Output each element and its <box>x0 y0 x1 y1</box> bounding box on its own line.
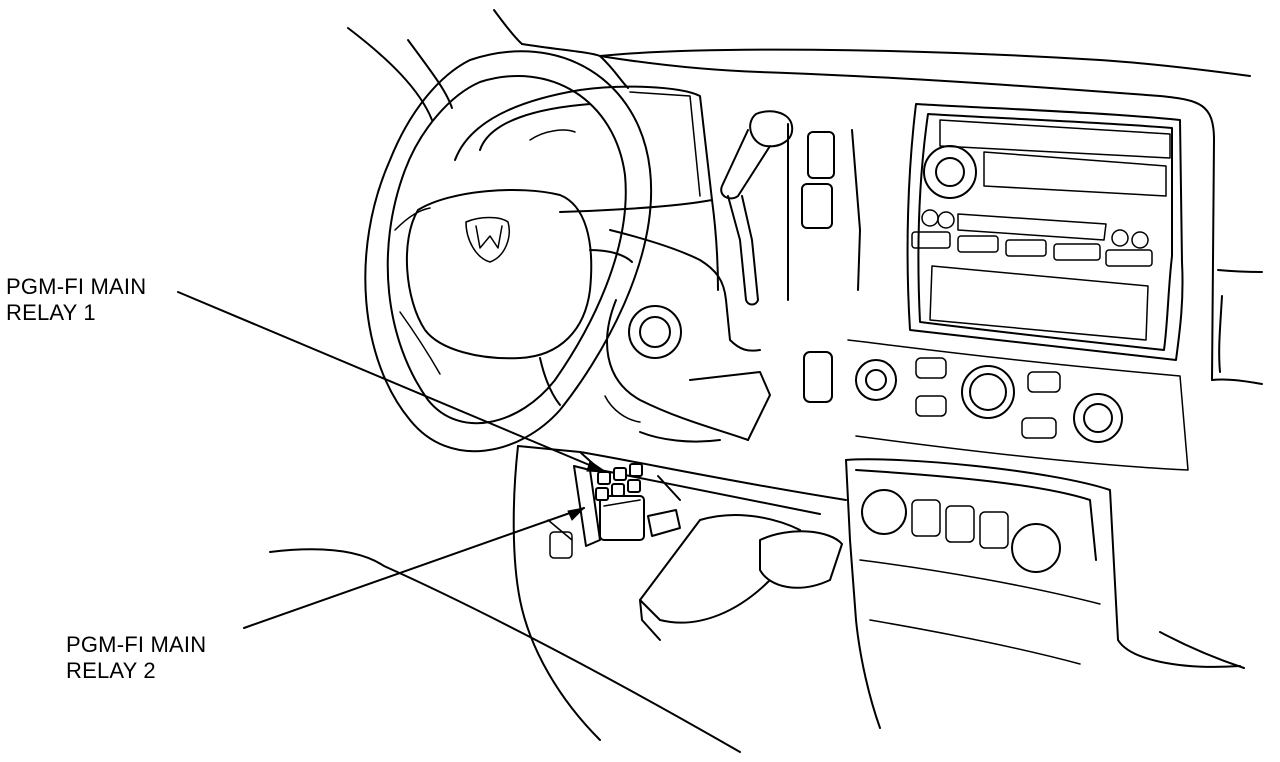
seat-outline <box>269 548 741 753</box>
instrument-cluster <box>454 55 719 291</box>
callout-2-line-2: RELAY 2 <box>66 658 156 683</box>
relay-box <box>573 463 645 547</box>
steering-column <box>604 229 771 443</box>
callout-2-line-1: PGM-FI MAIN <box>66 632 207 657</box>
arrowhead-relay-2 <box>567 507 586 521</box>
audio-head-unit <box>906 103 1184 361</box>
leader-line-relay-2 <box>243 507 585 629</box>
leader-line-relay-1 <box>177 291 607 473</box>
callout-pgm-fi-main-relay-2: PGM-FI MAIN RELAY 2 <box>66 632 206 684</box>
shift-lever <box>720 110 794 306</box>
climate-controls <box>847 339 1189 471</box>
callout-1-line-1: PGM-FI MAIN <box>6 274 147 299</box>
callout-1-line-2: RELAY 1 <box>6 300 96 325</box>
dashboard-top <box>521 43 1263 385</box>
windshield-pillar <box>347 9 523 121</box>
steering-wheel <box>364 50 653 453</box>
floor-line <box>1159 631 1245 669</box>
under-dash <box>512 445 847 741</box>
ignition-switch <box>628 305 682 359</box>
arrowhead-relay-1 <box>586 460 608 473</box>
leader-lines <box>177 291 608 629</box>
callout-pgm-fi-main-relay-1: PGM-FI MAIN RELAY 1 <box>6 274 146 326</box>
center-console <box>845 458 1241 729</box>
left-switches <box>787 123 861 403</box>
